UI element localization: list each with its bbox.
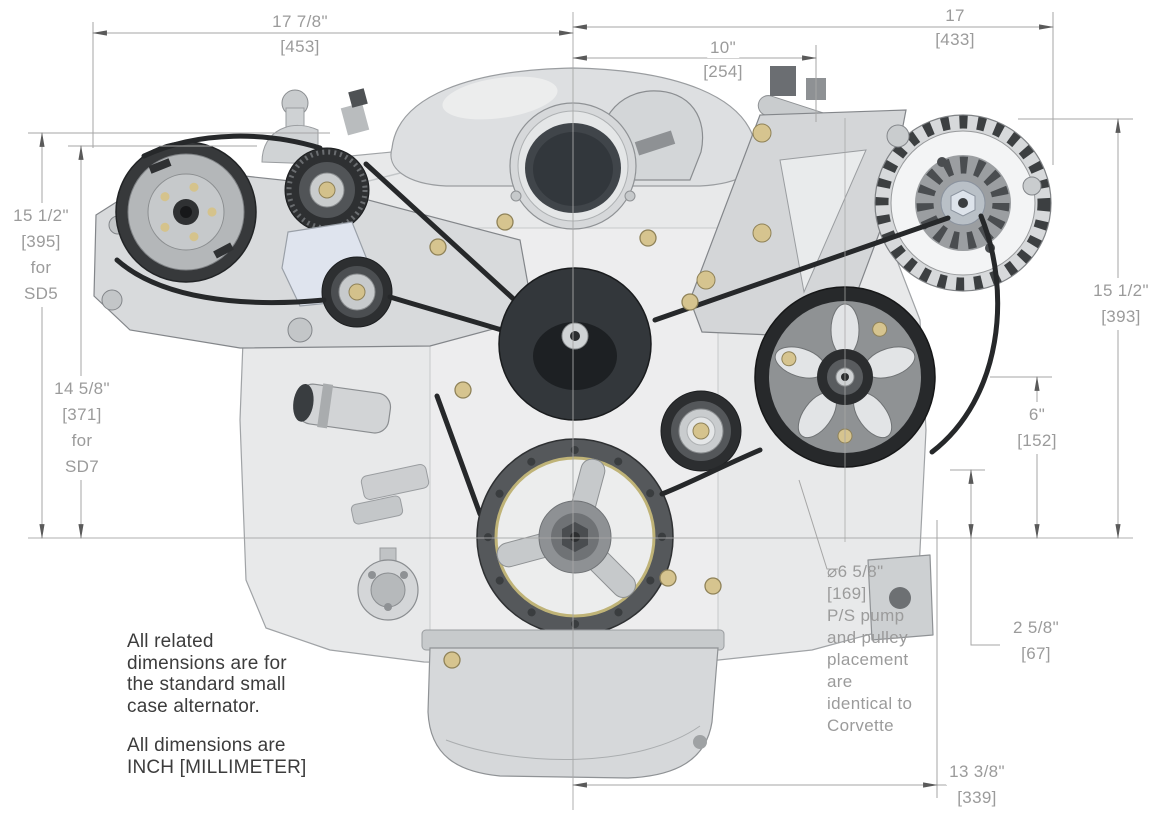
thermostat-housing bbox=[293, 383, 392, 434]
dim-inch-value: 17 bbox=[942, 6, 968, 26]
crankshaft-damper-pulley bbox=[476, 438, 674, 636]
callout-note-line: identical to bbox=[827, 694, 913, 713]
dim-mm-value: [339] bbox=[954, 785, 1000, 811]
dim-mm-value: [67] bbox=[1018, 641, 1054, 667]
ac-compressor-clutch bbox=[115, 141, 257, 283]
dim-inch-value: 13 3/8" bbox=[946, 759, 1008, 785]
dim-mm-value: [433] bbox=[932, 30, 978, 50]
dimension-pump-offset: 2 5/8" [67] bbox=[1010, 615, 1062, 667]
dim-mm-value: [169] bbox=[827, 584, 867, 603]
dim-mm-value: [371] bbox=[59, 402, 105, 428]
drive-belt-right bbox=[652, 213, 1001, 497]
dim-inch-value: 15 1/2" bbox=[10, 203, 72, 229]
callout-note-line: are bbox=[827, 672, 853, 691]
alternator bbox=[874, 114, 1052, 292]
dim-mm-value: [393] bbox=[1098, 304, 1144, 330]
units-note: All dimensions are INCH [MILLIMETER] bbox=[127, 735, 307, 778]
callout-note-line: and pulley bbox=[827, 628, 908, 647]
dim-inch-value: 6" bbox=[1025, 402, 1049, 428]
dim-variant: SD5 bbox=[20, 281, 62, 307]
dim-diameter-value: ⌀6 5/8" bbox=[827, 562, 884, 581]
tensioner-pulley bbox=[321, 256, 393, 328]
dimension-top-center-width: 10" [254] bbox=[700, 38, 746, 82]
note-line: case alternator. bbox=[127, 695, 260, 717]
callout-note-line: P/S pump bbox=[827, 606, 905, 625]
dim-mm-value: [152] bbox=[1014, 428, 1060, 454]
dim-qualifier: for bbox=[68, 428, 96, 454]
lower-idler-pulley bbox=[660, 390, 742, 472]
alternator-bracket bbox=[689, 109, 907, 339]
callout-note-line: Corvette bbox=[827, 716, 894, 735]
drive-belt-left bbox=[114, 133, 522, 517]
dimension-right-height: 15 1/2" [393] bbox=[1090, 278, 1152, 330]
note-line: All dimensions are bbox=[127, 735, 286, 756]
dim-mm-value: [254] bbox=[700, 62, 746, 82]
dimension-bottom-right-width: 13 3/8" [339] bbox=[946, 759, 1008, 811]
dim-mm-value: [395] bbox=[18, 229, 64, 255]
note-line: INCH [MILLIMETER] bbox=[127, 756, 307, 778]
oil-fill-and-sensors bbox=[261, 88, 370, 165]
dim-inch-value: 15 1/2" bbox=[1090, 278, 1152, 304]
water-pump-pulley-bell bbox=[498, 267, 652, 421]
dim-variant: SD7 bbox=[61, 454, 103, 480]
dim-qualifier: for bbox=[27, 255, 55, 281]
dimension-pump-center-height: 6" [152] bbox=[1014, 402, 1060, 454]
dimension-left-height-sd7: 14 5/8" [371] for SD7 bbox=[51, 376, 113, 480]
dim-inch-value: 10" bbox=[707, 38, 739, 58]
block-bolts bbox=[429, 213, 722, 669]
note-line: the standard small bbox=[127, 674, 286, 695]
alternator-note: All related dimensions are for the stand… bbox=[127, 631, 287, 717]
dimension-top-right-width: 17 [433] bbox=[932, 6, 978, 50]
dimension-top-left-width: 17 7/8" [453] bbox=[269, 12, 331, 57]
callout-note-line: placement bbox=[827, 650, 909, 669]
note-line: All related bbox=[127, 631, 214, 652]
ribbed-idler-pulley bbox=[284, 147, 370, 233]
dimension-pulley-diameter-callout: ⌀6 5/8" [169] P/S pump and pulley placem… bbox=[827, 561, 912, 737]
front-cover-details bbox=[350, 464, 430, 621]
dim-inch-value: 17 7/8" bbox=[269, 12, 331, 32]
dim-mm-value: [453] bbox=[277, 37, 323, 57]
note-line: dimensions are for bbox=[127, 652, 287, 674]
dim-inch-value: 2 5/8" bbox=[1010, 615, 1062, 641]
dimension-left-height-sd5: 15 1/2" [395] for SD5 bbox=[10, 203, 72, 307]
dim-inch-value: 14 5/8" bbox=[51, 376, 113, 402]
